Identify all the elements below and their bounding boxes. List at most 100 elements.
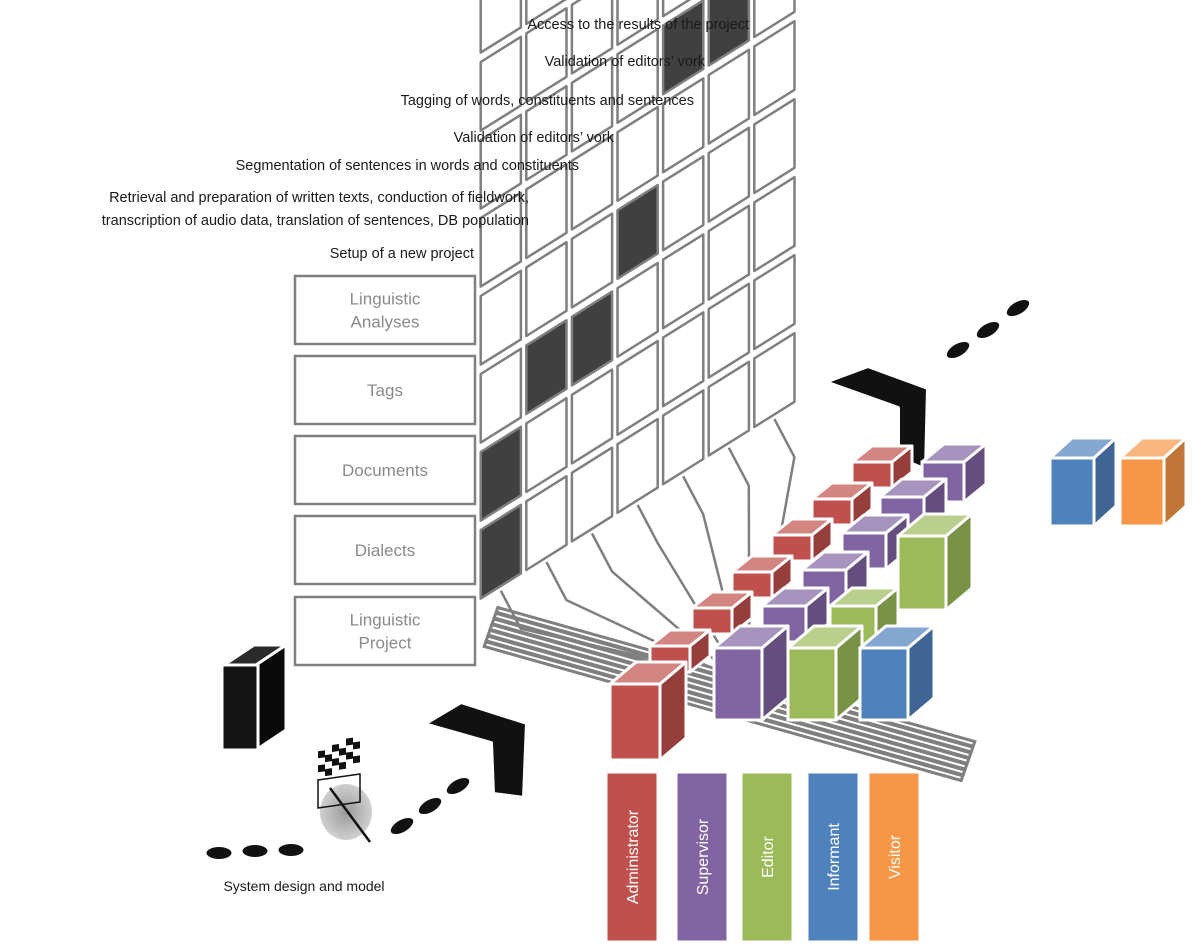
flag-outline [317,773,361,809]
role-cubes [608,436,1188,762]
flag-square [353,755,360,764]
role-cube [1048,436,1118,528]
role-column-informant: Informant [805,770,861,944]
role-cube [730,554,794,600]
active-cell [479,425,523,522]
flag-square [332,743,339,752]
role-cube [896,512,974,612]
grid-cell [707,126,751,223]
grid-cell [753,331,796,429]
module-label: Tags [367,381,403,400]
step-label: Access to the results of the project [527,17,749,33]
module-label: Project [359,634,412,653]
active-cell [479,503,523,600]
role-column-label: Informant [826,823,843,891]
step-label: transcription of audio data, translation… [102,213,529,229]
flag-square [318,750,325,759]
module-boxes: LinguisticAnalysesTagsDocumentsDialectsL… [293,274,477,667]
role-cube [1118,436,1188,528]
flag-square [325,768,332,777]
role-column-label: Administrator [625,809,642,904]
active-cell [661,0,705,96]
step-label: Tagging of words, constituents and sente… [401,93,694,109]
grid-cell [479,191,523,288]
module-label: Analyses [351,313,420,332]
cube-front [220,663,260,752]
grid-cell [570,134,614,231]
grid-cell [525,240,568,338]
grid-cell [525,474,568,572]
black-cube-icon [219,642,291,753]
flag-square [318,764,325,773]
grid-cell [570,446,614,543]
role-column-label: Editor [760,835,777,877]
cube-front [1048,456,1096,528]
module-label: Linguistic [350,611,421,630]
ellipsis-dot-lower [415,794,445,818]
grid-cell [707,282,751,379]
role-column-bar [805,770,861,944]
grid-cell [570,0,614,75]
step-label: Retrieval and preparation of written tex… [109,190,529,206]
module-box-frame [293,514,477,586]
grid-cell [753,0,796,39]
grid-cell [479,0,523,54]
system-design: System design and model [219,642,385,894]
role-column-bar [674,770,730,944]
step-label: Segmentation of sentences in words and c… [236,158,579,174]
cube-front [712,646,764,722]
grid-cell [753,175,796,273]
role-column-bar [866,770,922,944]
flag-square [353,741,360,750]
cube-front [858,646,910,722]
grid-cell [525,6,568,104]
cube-front [896,534,948,612]
grid-cell [525,84,568,182]
role-column-administrator: Administrator [604,770,660,944]
module-label: Linguistic [350,290,421,309]
grid-cell [753,19,796,117]
module-box: Tags [293,354,477,426]
grid-cell [479,347,523,444]
grid-cell [661,389,705,486]
flag-pole [328,787,372,843]
module-label: Documents [342,461,428,480]
role-column-editor: Editor [739,770,795,944]
module-box: Documents [293,434,477,506]
active-cell [525,318,568,416]
grid-cell [525,396,568,494]
module-box: Dialects [293,514,477,586]
role-cube [648,628,712,674]
arrows [203,296,1033,862]
role-cube [786,624,864,722]
cube-side [254,642,288,753]
step-label: Validation of editors’ vork [545,54,706,70]
grid-cell [616,339,659,437]
role-column-visitor: Visitor [866,770,922,944]
step-label: Validation of editors’ vork [454,130,615,146]
role-column-label: Supervisor [695,818,712,895]
role-cube [712,624,790,722]
flag-square [346,751,353,760]
ellipsis-dot-upper [1003,296,1033,320]
cube-front [786,646,838,722]
design-caption: System design and model [223,878,384,894]
ellipsis-dot-design [275,841,307,859]
active-cell [570,290,614,387]
grid-cell [707,360,751,457]
grid-cell [616,27,659,125]
grid-cell [570,212,614,309]
cube-front [608,682,662,762]
grid-cell [661,155,705,252]
role-column-bar [604,770,660,944]
cube-front [1118,456,1166,528]
step-labels: Access to the results of the projectVali… [102,17,749,262]
grid-cell [616,417,659,515]
step-label: Setup of a new project [330,246,474,262]
grid-cell [661,77,705,174]
grid-cell [525,0,567,26]
grid-cell [570,368,614,465]
grid-cell [661,311,705,408]
